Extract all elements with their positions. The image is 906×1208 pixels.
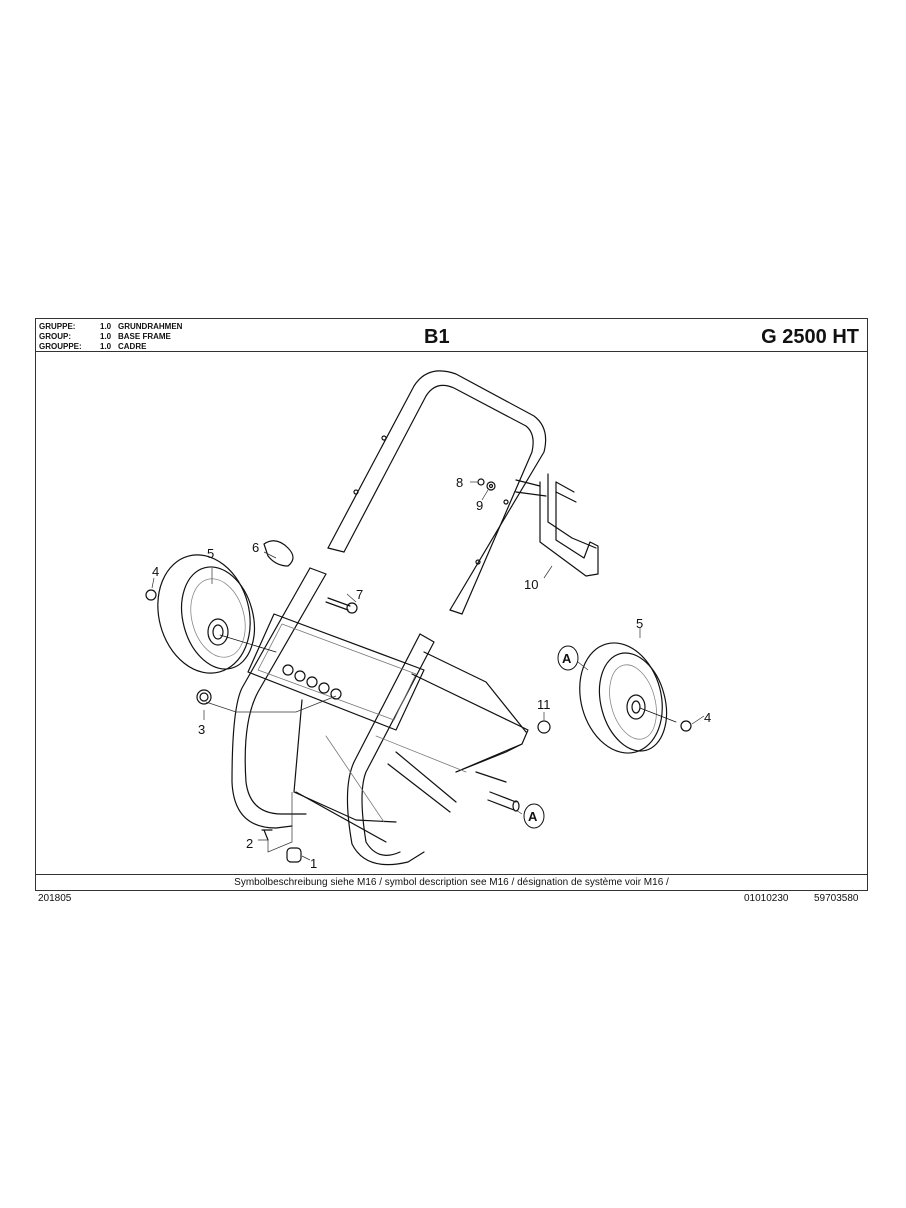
svg-text:A: A	[528, 809, 538, 824]
label-part-9: 9	[476, 498, 483, 513]
label-part-5-right: 5	[636, 616, 643, 631]
sheet-header: GRUPPE: 1.0 GRUNDRAHMEN GROUP: 1.0 BASE …	[36, 319, 867, 352]
group-name: CADRE	[118, 342, 147, 351]
hook-bracket	[515, 473, 599, 577]
label-part-5-left: 5	[207, 546, 214, 561]
group-name: GRUNDRAHMEN	[118, 322, 183, 331]
base-frame-drawing: A A 5 4 6 7 8 9 10 3 5 4 11 2 1	[145, 370, 711, 871]
group-name: BASE FRAME	[118, 332, 171, 341]
model-name: G 2500 HT	[761, 326, 859, 348]
group-num: 1.0	[100, 322, 112, 331]
group-num: 1.0	[100, 332, 112, 341]
group-key: GROUP:	[39, 332, 71, 341]
label-part-8: 8	[456, 475, 463, 490]
label-part-3: 3	[198, 722, 205, 737]
label-part-1: 1	[310, 856, 317, 871]
connector-a-left: A	[523, 803, 545, 829]
group-num: 1.0	[100, 342, 112, 351]
group-row-de: GRUPPE: 1.0 GRUNDRAHMEN	[39, 322, 182, 332]
label-part-2: 2	[246, 836, 253, 851]
upper-handle	[327, 370, 547, 615]
group-row-fr: GROUPPE: 1.0 CADRE	[39, 342, 182, 352]
label-part-4-right: 4	[704, 710, 711, 725]
label-part-7: 7	[356, 587, 363, 602]
part-labels: 5 4 6 7 8 9 10 3 5 4 11 2 1	[152, 475, 711, 871]
group-key: GRUPPE:	[39, 322, 76, 331]
group-block: GRUPPE: 1.0 GRUNDRAHMEN GROUP: 1.0 BASE …	[39, 322, 182, 352]
label-part-10: 10	[524, 577, 538, 592]
label-part-11: 11	[537, 697, 551, 712]
label-part-4-left: 4	[152, 564, 159, 579]
wheel-left	[157, 554, 277, 674]
reference-number-1: 01010230	[744, 893, 789, 904]
knob-6	[263, 540, 294, 567]
label-part-6: 6	[252, 540, 259, 555]
exploded-diagram: A A 5 4 6 7 8 9 10 3 5 4 11 2 1	[36, 352, 867, 876]
svg-text:A: A	[562, 651, 572, 666]
connector-a-right: A	[557, 645, 579, 671]
reference-number-2: 59703580	[814, 893, 859, 904]
sheet-code: B1	[424, 326, 450, 348]
group-row-en: GROUP: 1.0 BASE FRAME	[39, 332, 182, 342]
group-key: GROUPPE:	[39, 342, 82, 351]
date-code: 201805	[38, 893, 72, 904]
lower-frame	[231, 567, 529, 866]
symbol-note: Symbolbeschreibung siehe M16 / symbol de…	[36, 874, 867, 890]
parts-sheet: GRUPPE: 1.0 GRUNDRAHMEN GROUP: 1.0 BASE …	[35, 318, 868, 891]
nut-8	[477, 478, 485, 486]
wheel-right	[579, 642, 677, 754]
